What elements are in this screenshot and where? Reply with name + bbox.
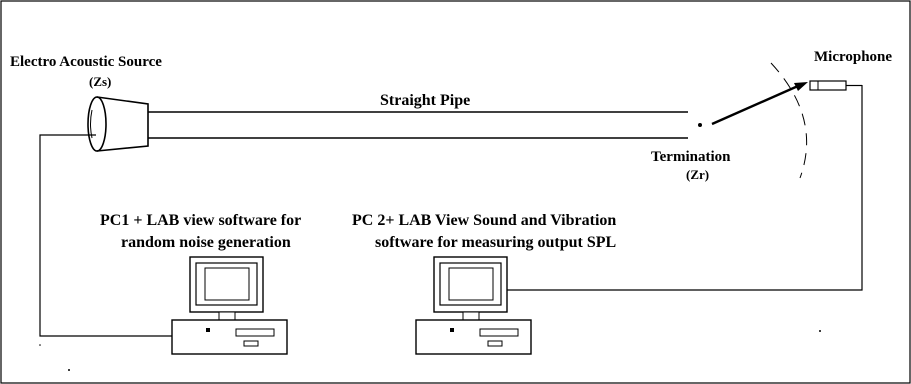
speck-dot (819, 330, 821, 332)
computer-icon (415, 256, 532, 355)
microphone-label: Microphone (814, 49, 892, 65)
pc2-caption-line2: software for measuring output SPL (375, 234, 616, 251)
termination-point (698, 123, 702, 127)
computer-icon (171, 256, 288, 355)
termination-impedance: (Zr) (686, 167, 709, 182)
cable-source-to-pc1 (39, 134, 172, 337)
pc1-caption-line1: PC1 + LAB view software for (100, 212, 301, 229)
termination-label: Termination (651, 149, 731, 165)
straight-pipe (148, 111, 688, 139)
microphone-icon (809, 80, 862, 91)
speck-dot (68, 369, 70, 371)
pc1-caption-line2: random noise generation (121, 234, 291, 251)
radiation-arc (770, 62, 808, 179)
cable-mic-to-pc2 (502, 85, 863, 291)
source-title: Electro Acoustic Source (10, 54, 162, 70)
speck-dot (39, 344, 41, 346)
sound-ray-arrow (711, 82, 808, 126)
source-impedance: (Zs) (89, 74, 111, 89)
pipe-label: Straight Pipe (380, 92, 470, 109)
pc2-caption-line1: PC 2+ LAB View Sound and Vibration (352, 212, 616, 229)
speaker-icon (87, 96, 149, 152)
